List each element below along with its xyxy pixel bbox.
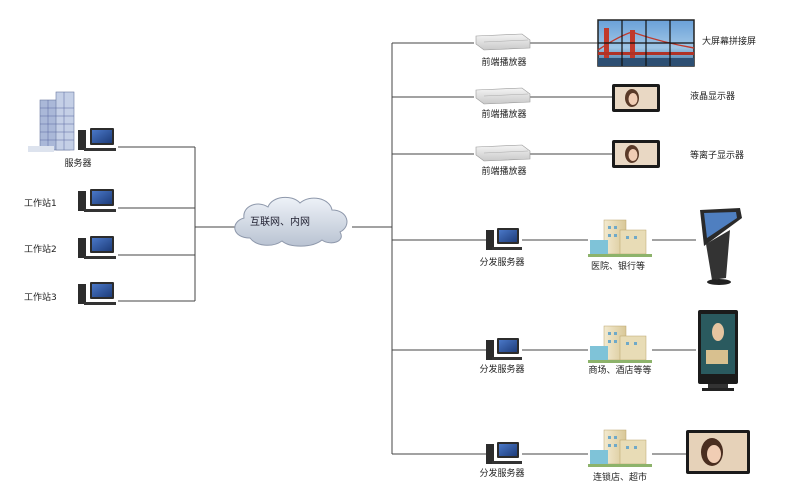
kiosk-terminal-icon [700, 208, 742, 285]
venue-2-label: 商场、酒店等等 [588, 366, 652, 376]
distribution-server-2-label: 分发服务器 [479, 365, 525, 375]
workstation-2-icon [78, 236, 116, 259]
front-player-2-icon [475, 87, 531, 105]
venue-3-label: 连锁店、超市 [592, 473, 648, 483]
plasma-display-label: 等离子显示器 [690, 151, 745, 161]
front-player-3-icon [475, 144, 531, 162]
front-player-1-icon [475, 33, 531, 51]
lcd-monitor-label: 液晶显示器 [690, 92, 736, 102]
connection-lines [118, 42, 696, 455]
building-2-icon [588, 325, 652, 363]
front-player-3-label: 前端播放器 [481, 167, 527, 177]
server-icon [28, 91, 116, 152]
workstation-1-label: 工作站1 [24, 199, 57, 209]
distribution-server-1-label: 分发服务器 [479, 258, 525, 268]
distribution-server-1-icon [486, 228, 522, 250]
video-wall-icon [597, 19, 695, 67]
lcd-monitor-icon [612, 84, 660, 112]
workstation-1-icon [78, 189, 116, 212]
network-label: 互联网、内网 [250, 217, 310, 228]
workstation-3-icon [78, 282, 116, 305]
digital-signage-icon [698, 310, 738, 391]
front-player-1-label: 前端播放器 [481, 58, 527, 68]
distribution-server-3-label: 分发服务器 [479, 469, 525, 479]
building-1-icon [588, 219, 652, 257]
workstation-2-label: 工作站2 [24, 245, 57, 255]
workstation-3-label: 工作站3 [24, 293, 57, 303]
video-wall-label: 大屏幕拼接屏 [702, 37, 757, 47]
cloud-icon [234, 196, 348, 247]
wide-display-icon [686, 430, 750, 474]
distribution-server-2-icon [486, 338, 522, 360]
plasma-display-icon [612, 140, 660, 168]
server-label: 服务器 [64, 159, 92, 169]
front-player-2-label: 前端播放器 [481, 110, 527, 120]
venue-1-label: 医院、银行等 [590, 262, 646, 272]
building-3-icon [588, 429, 652, 467]
distribution-server-3-icon [486, 442, 522, 464]
